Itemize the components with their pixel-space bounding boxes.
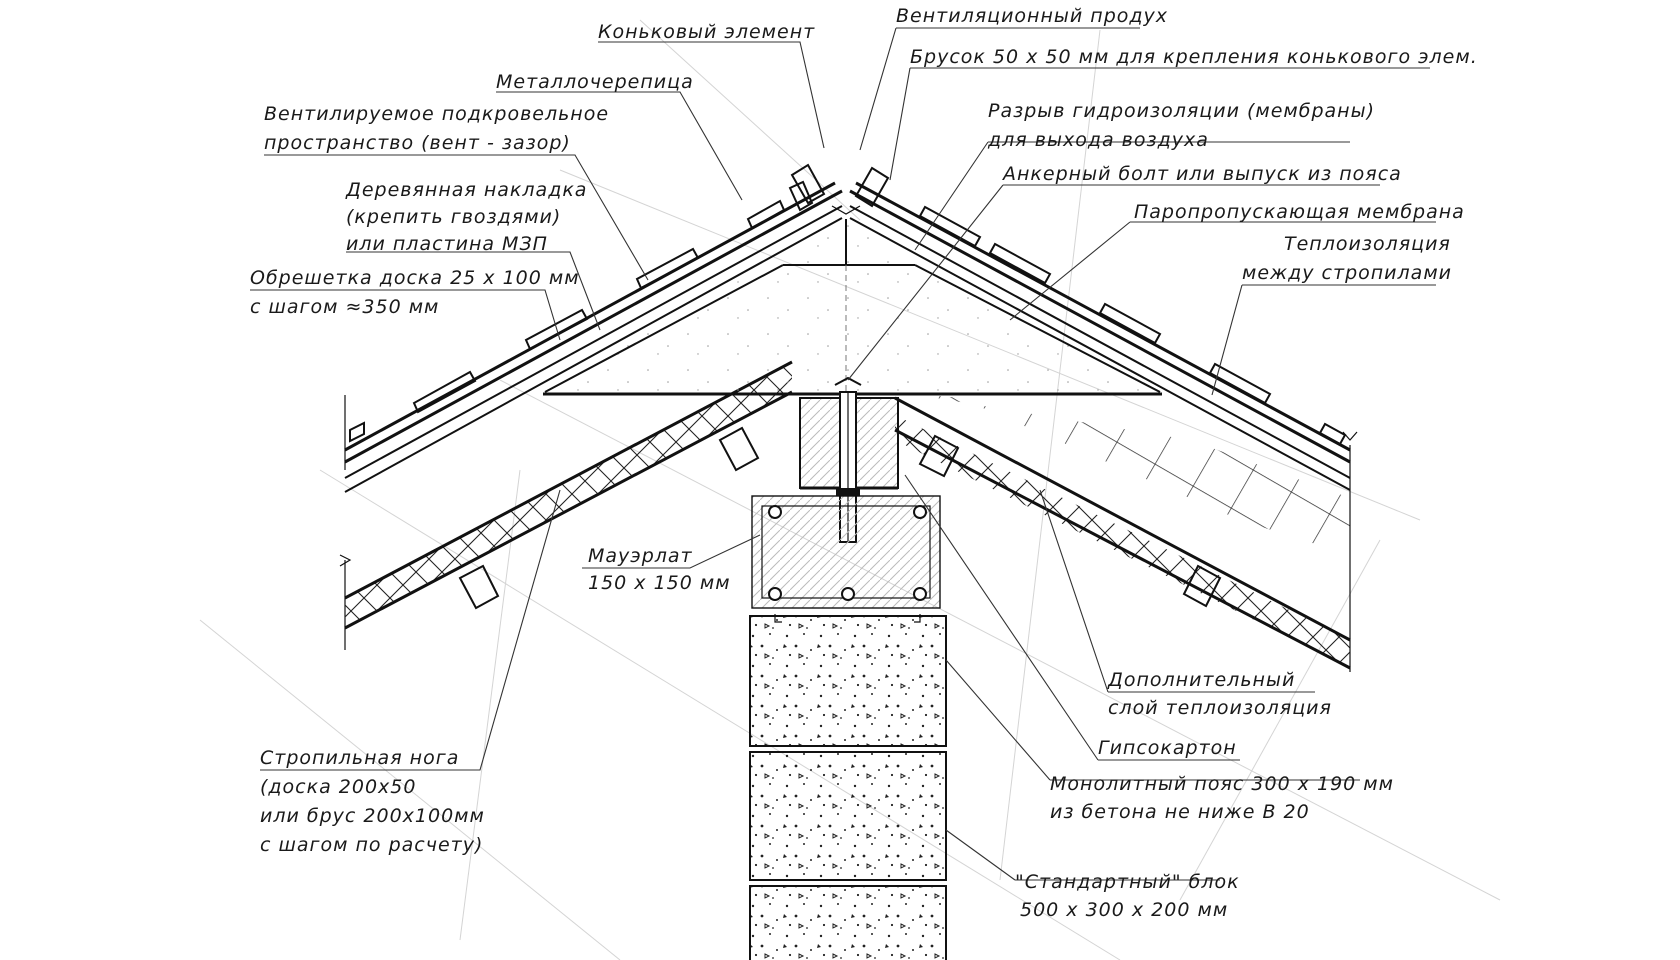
label-vent-space-line2: пространство (вент - зазор) — [264, 132, 571, 154]
label-anchor-bolt: Анкерный болт или выпуск из пояса — [1001, 163, 1402, 185]
block-lower — [749, 885, 947, 960]
label-wood-plate-line2: (крепить гвоздями) — [346, 206, 561, 228]
label-belt-line1: Монолитный пояс 300 х 190 мм — [1050, 773, 1394, 795]
ridge-element-right — [854, 166, 890, 208]
label-rafter-line2: (доска 200х50 — [260, 776, 416, 798]
right-block-lower — [1182, 564, 1222, 608]
block-wall — [749, 614, 947, 960]
label-block-line2: 500 х 300 х 200 мм — [1020, 899, 1228, 921]
label-drywall: Гипсокартон — [1098, 737, 1237, 759]
left-block-upper — [718, 426, 760, 472]
label-insulation-line2: между стропилами — [1242, 262, 1452, 284]
left-block-lower — [458, 564, 500, 610]
label-ridge-bar: Брусок 50 х 50 мм для крепления коньково… — [910, 46, 1478, 68]
label-mauerlat-line2: 150 х 150 мм — [588, 572, 731, 594]
mauerlat — [751, 495, 941, 609]
label-rafter-line4: с шагом по расчету) — [260, 834, 483, 856]
annotation-labels: Коньковый элемент Вентиляционный продух … — [250, 5, 1478, 921]
label-membrane-gap-line1: Разрыв гидроизоляции (мембраны) — [988, 100, 1375, 122]
label-insulation-line1: Теплоизоляция — [1284, 233, 1451, 255]
right-block-upper — [918, 434, 960, 478]
leader-lines — [250, 27, 1436, 881]
label-vent-space-line1: Вентилируемое подкровельное — [264, 103, 609, 125]
label-wood-plate-line1: Деревянная накладка — [345, 179, 587, 201]
right-grid-insulation — [900, 392, 1350, 555]
right-roof-slope — [849, 166, 1358, 672]
label-battens-line2: с шагом ≈350 мм — [250, 296, 439, 318]
label-vent-outlet: Вентиляционный продух — [896, 5, 1168, 27]
label-metal-tile: Металлочерепица — [496, 71, 694, 93]
label-rafter-line3: или брус 200х100мм — [260, 805, 485, 827]
ridge-truss — [543, 205, 1162, 400]
left-roof-slope — [339, 163, 843, 650]
label-extra-insulation-line2: слой теплоизоляция — [1108, 697, 1332, 719]
right-hatch-band — [895, 415, 1350, 668]
left-battens — [349, 199, 786, 443]
label-mauerlat-line1: Мауэрлат — [588, 545, 693, 567]
label-membrane-gap-line2: для выхода воздуха — [987, 129, 1209, 151]
label-vapor-membrane: Паропропускающая мембрана — [1134, 201, 1465, 223]
label-ridge-element: Коньковый элемент — [598, 21, 815, 43]
label-extra-insulation-line1: Дополнительный — [1107, 669, 1295, 691]
label-block-line1: "Стандартный" блок — [1015, 871, 1240, 893]
ridge-element-left — [788, 180, 814, 212]
label-belt-line2: из бетона не ниже В 20 — [1050, 801, 1310, 823]
monolithic-belt — [749, 615, 947, 747]
label-rafter-line1: Стропильная нога — [260, 747, 459, 769]
label-wood-plate-line3: или пластина МЗП — [346, 233, 548, 255]
left-rafter-band — [345, 362, 792, 628]
label-battens-line1: Обрешетка доска 25 х 100 мм — [250, 267, 580, 289]
right-battens — [918, 205, 1347, 446]
block-upper — [749, 751, 947, 881]
